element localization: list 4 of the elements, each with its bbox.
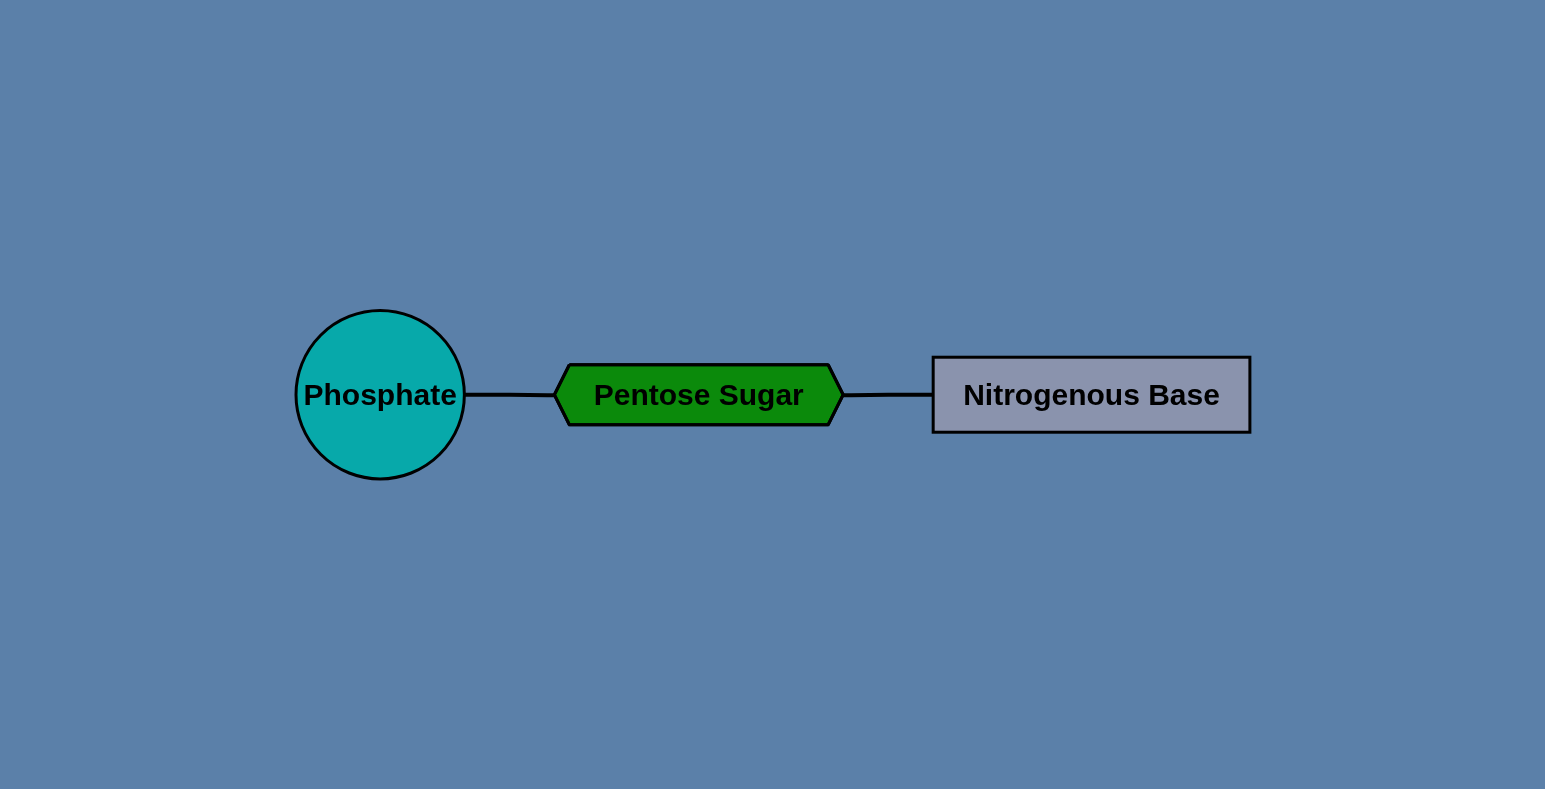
node-circle: Phosphate [294, 308, 466, 481]
connector [843, 392, 933, 397]
node-box: Nitrogenous Base [931, 355, 1251, 434]
connector [463, 392, 555, 397]
